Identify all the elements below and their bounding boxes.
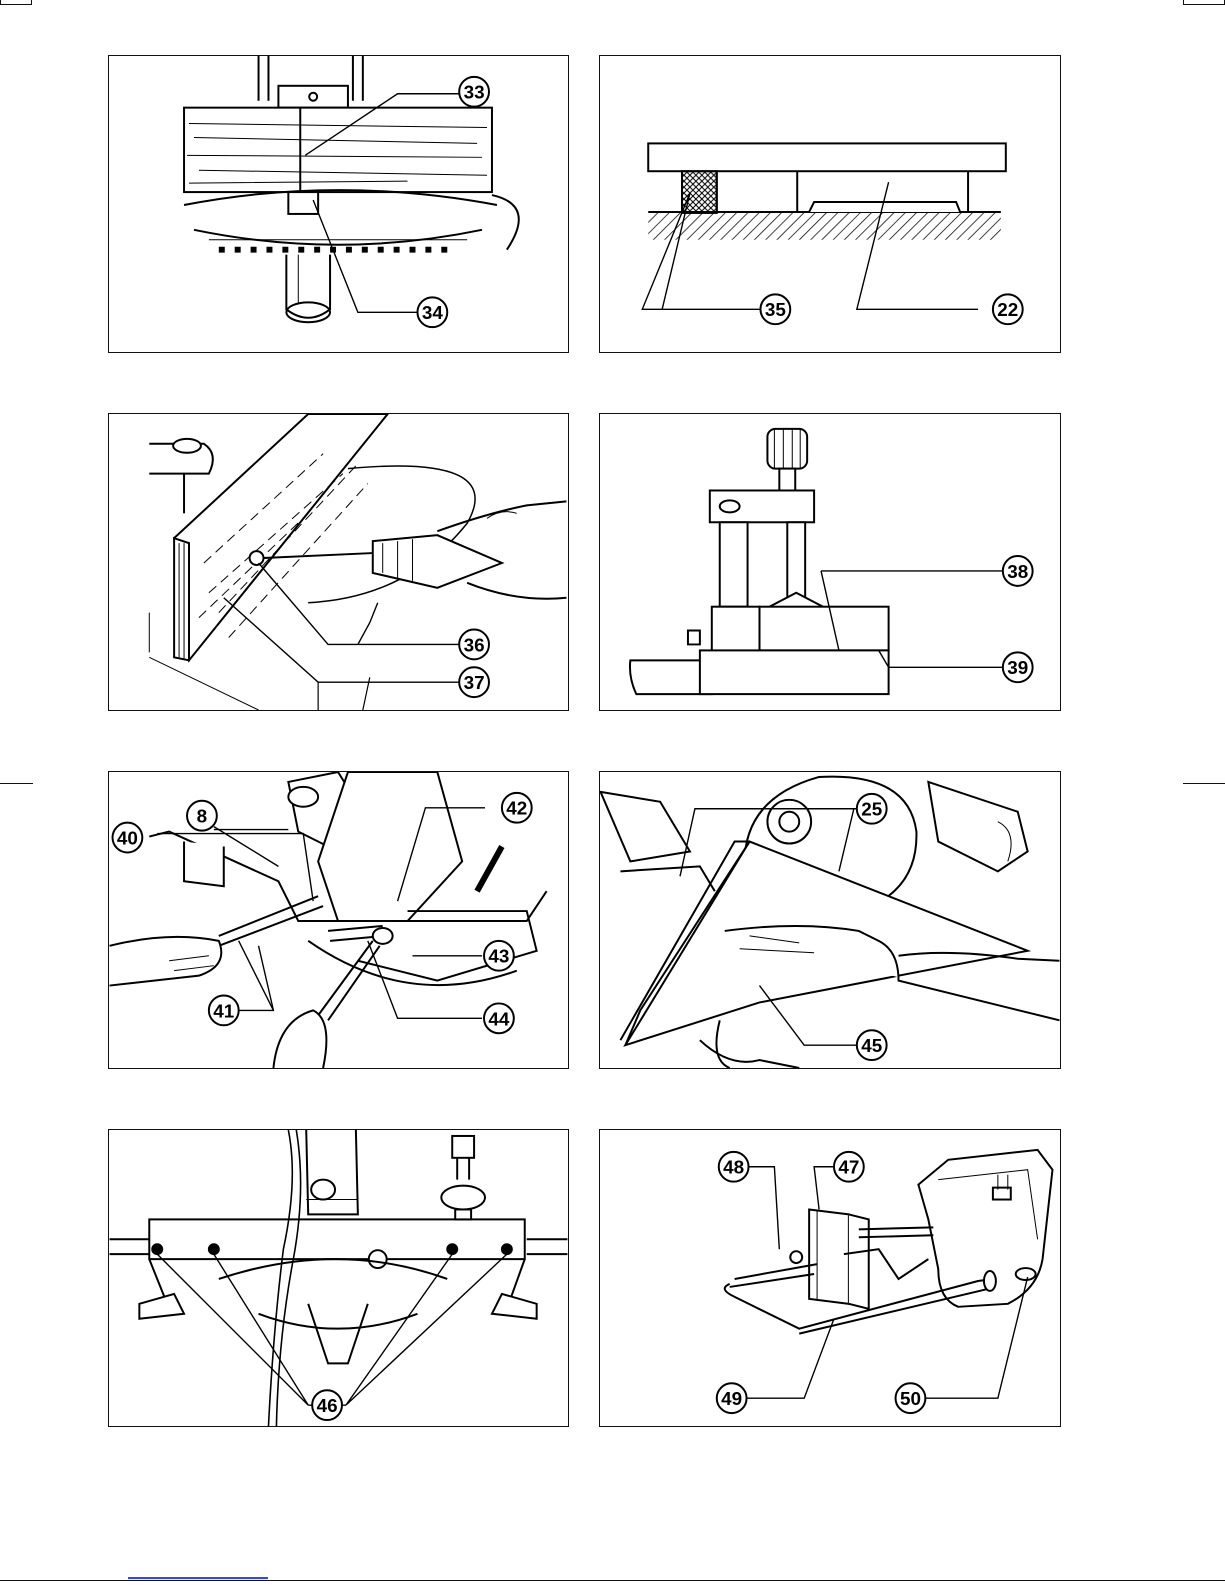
callout-39: 39 <box>1003 652 1033 682</box>
svg-text:25: 25 <box>861 799 882 820</box>
figure-7: 46 <box>108 1129 569 1427</box>
page-bottom-rule <box>0 1580 1225 1581</box>
figure-3: 36 37 <box>108 413 569 711</box>
callout-22: 22 <box>993 294 1023 324</box>
figure-1-illustration: 33 34 <box>109 56 568 352</box>
crop-mark-top-right <box>1183 0 1225 5</box>
figure-6: 25 45 <box>599 771 1061 1069</box>
callout-38: 38 <box>1003 556 1033 586</box>
callout-36: 36 <box>459 630 489 660</box>
crop-mark-right <box>1183 783 1225 784</box>
svg-text:37: 37 <box>464 672 485 693</box>
callout-34: 34 <box>417 297 447 327</box>
svg-text:47: 47 <box>838 1157 859 1178</box>
callout-8: 8 <box>187 801 217 831</box>
svg-text:22: 22 <box>997 299 1018 320</box>
callout-47: 47 <box>834 1152 864 1182</box>
figure-2: 35 22 <box>599 55 1061 353</box>
callout-48: 48 <box>719 1152 749 1182</box>
svg-text:45: 45 <box>861 1035 882 1056</box>
svg-text:50: 50 <box>900 1388 921 1409</box>
callout-50: 50 <box>896 1383 926 1413</box>
callout-45: 45 <box>857 1030 887 1060</box>
svg-text:35: 35 <box>765 299 786 320</box>
figure-5: 8 40 41 42 43 44 <box>108 771 569 1069</box>
svg-text:49: 49 <box>721 1388 742 1409</box>
svg-text:40: 40 <box>117 828 138 849</box>
callout-41: 41 <box>209 995 239 1025</box>
svg-text:38: 38 <box>1007 561 1028 582</box>
crop-mark-left <box>0 783 33 784</box>
figure-1: 33 34 <box>108 55 569 353</box>
svg-text:43: 43 <box>488 946 509 967</box>
callout-49: 49 <box>717 1383 747 1413</box>
callout-33: 33 <box>459 77 489 107</box>
svg-text:36: 36 <box>464 634 485 655</box>
page-footer-link-underline[interactable] <box>128 1577 268 1579</box>
callout-42: 42 <box>502 793 532 823</box>
figure-7-illustration: 46 <box>109 1130 568 1426</box>
svg-text:33: 33 <box>464 82 485 103</box>
svg-text:48: 48 <box>723 1157 744 1178</box>
svg-text:42: 42 <box>506 798 527 819</box>
svg-text:46: 46 <box>317 1395 338 1416</box>
callout-35: 35 <box>760 294 790 324</box>
figure-4: 38 39 <box>599 413 1061 711</box>
figure-8: 48 47 49 50 <box>599 1129 1061 1427</box>
callout-43: 43 <box>484 941 514 971</box>
svg-text:39: 39 <box>1007 657 1028 678</box>
svg-text:44: 44 <box>488 1008 509 1029</box>
figure-3-illustration: 36 37 <box>109 414 568 710</box>
figure-4-illustration: 38 39 <box>600 414 1060 710</box>
figure-6-illustration: 25 45 <box>600 772 1060 1068</box>
svg-text:8: 8 <box>197 806 208 827</box>
figure-5-illustration: 8 40 41 42 43 44 <box>109 772 568 1068</box>
svg-text:34: 34 <box>422 302 443 323</box>
figure-8-illustration: 48 47 49 50 <box>600 1130 1060 1426</box>
callout-40: 40 <box>113 823 143 853</box>
callout-46: 46 <box>312 1390 342 1420</box>
figure-2-illustration: 35 22 <box>600 56 1060 352</box>
crop-mark-top-left <box>0 0 32 5</box>
callout-44: 44 <box>484 1003 514 1033</box>
callout-25: 25 <box>857 794 887 824</box>
svg-text:41: 41 <box>213 1000 234 1021</box>
callout-37: 37 <box>459 667 489 697</box>
